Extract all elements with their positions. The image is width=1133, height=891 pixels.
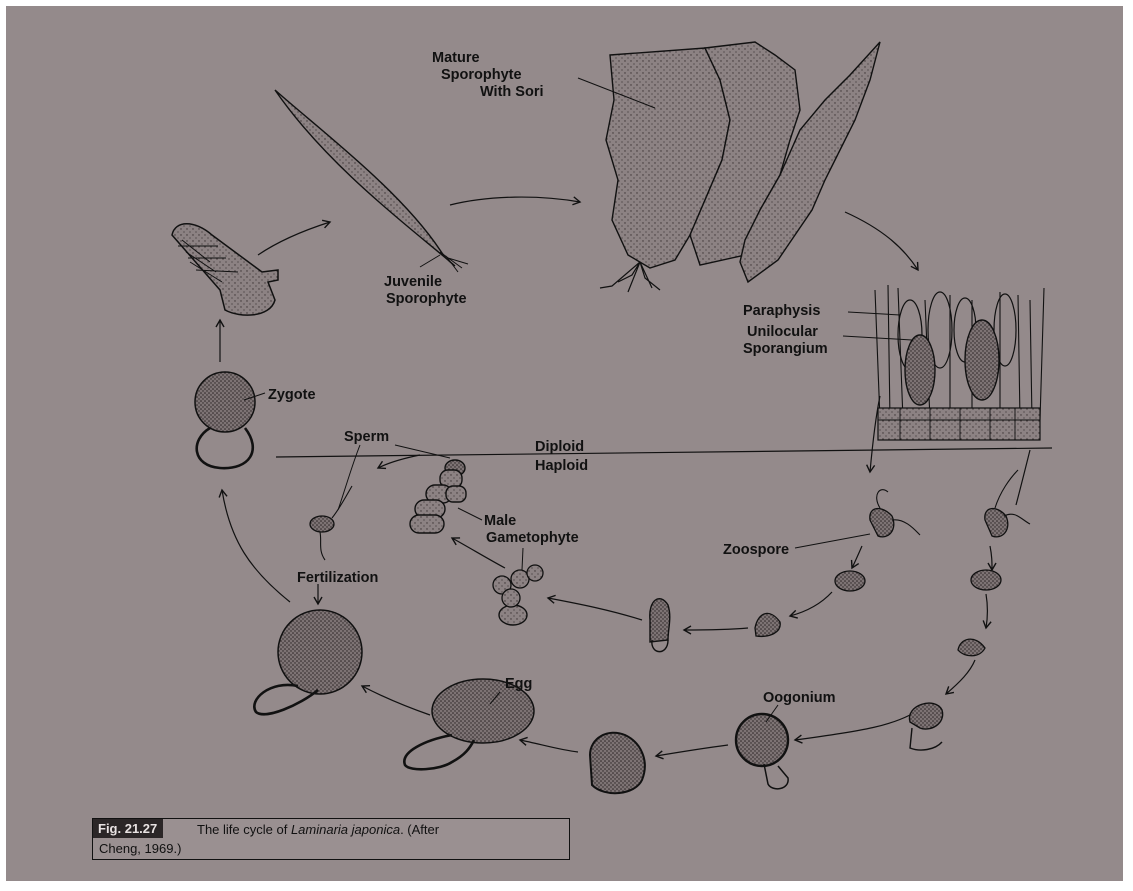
label-male-gametophyte-1: Male bbox=[484, 513, 516, 529]
label-mature-sporophyte-2: Sporophyte bbox=[441, 67, 522, 83]
label-juvenile-sporophyte-1: Juvenile bbox=[384, 274, 442, 290]
label-male-gametophyte-2: Gametophyte bbox=[486, 530, 579, 546]
female-gametophyte bbox=[909, 703, 942, 750]
label-unilocular-sporangium-1: Unilocular bbox=[747, 324, 818, 340]
fertilized-egg bbox=[254, 610, 362, 714]
caption-text-after: . (After bbox=[400, 822, 439, 837]
label-fertilization: Fertilization bbox=[297, 570, 378, 586]
label-unilocular-sporangium-2: Sporangium bbox=[743, 341, 828, 357]
label-paraphysis: Paraphysis bbox=[743, 303, 820, 319]
germinating-spore bbox=[650, 599, 670, 652]
mature-sporophyte bbox=[600, 42, 880, 292]
juvenile-sporophyte bbox=[275, 90, 468, 272]
caption-text: The life cycle of Laminaria japonica. (A… bbox=[99, 820, 569, 858]
caption-text-before: The life cycle of bbox=[197, 822, 287, 837]
male-gametophyte bbox=[410, 460, 466, 533]
label-oogonium: Oogonium bbox=[763, 690, 836, 706]
label-diploid: Diploid bbox=[535, 439, 584, 455]
young-male-gametophyte bbox=[493, 565, 543, 625]
ploidy-divider-line bbox=[276, 448, 1052, 457]
label-mature-sporophyte-1: Mature bbox=[432, 50, 480, 66]
sperm bbox=[310, 486, 352, 560]
egg bbox=[404, 679, 534, 769]
germling bbox=[172, 224, 278, 315]
figure-caption: Fig. 21.27 The life cycle of Laminaria j… bbox=[92, 818, 570, 860]
sorus-section bbox=[875, 285, 1044, 440]
label-haploid: Haploid bbox=[535, 458, 588, 474]
label-mature-sporophyte-3: With Sori bbox=[480, 84, 544, 100]
label-egg: Egg bbox=[505, 676, 532, 692]
label-zoospore: Zoospore bbox=[723, 542, 789, 558]
caption-line-2: Cheng, 1969.) bbox=[99, 841, 181, 856]
oogonium bbox=[736, 714, 788, 789]
label-juvenile-sporophyte-2: Sporophyte bbox=[386, 291, 467, 307]
zygote bbox=[195, 372, 255, 468]
zoospores bbox=[755, 470, 1030, 656]
caption-species: Laminaria japonica bbox=[291, 822, 400, 837]
label-zygote: Zygote bbox=[268, 387, 316, 403]
label-sperm: Sperm bbox=[344, 429, 389, 445]
released-egg bbox=[590, 733, 645, 793]
